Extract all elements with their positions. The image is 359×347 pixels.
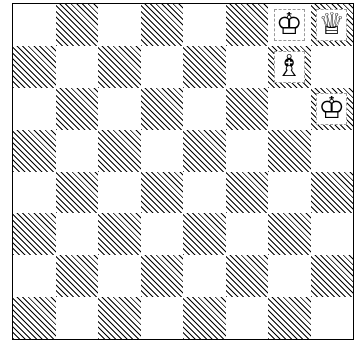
square-f6[interactable]: [226, 88, 269, 130]
square-a1[interactable]: [13, 297, 56, 339]
square-d3[interactable]: [141, 213, 184, 255]
square-b5[interactable]: [56, 130, 99, 172]
square-h7[interactable]: [311, 46, 354, 88]
square-g2[interactable]: [268, 255, 311, 297]
square-b2[interactable]: [56, 255, 99, 297]
white-king-icon[interactable]: ♔: [274, 9, 305, 41]
square-e6[interactable]: [183, 88, 226, 130]
square-g8[interactable]: ♔: [268, 4, 311, 46]
square-e2[interactable]: [183, 255, 226, 297]
square-d5[interactable]: [141, 130, 184, 172]
square-c7[interactable]: [98, 46, 141, 88]
square-d8[interactable]: [141, 4, 184, 46]
square-f1[interactable]: [226, 297, 269, 339]
square-h5[interactable]: [311, 130, 354, 172]
square-e5[interactable]: [183, 130, 226, 172]
square-d1[interactable]: [141, 297, 184, 339]
square-h2[interactable]: [311, 255, 354, 297]
square-h4[interactable]: [311, 172, 354, 214]
square-f4[interactable]: [226, 172, 269, 214]
square-a8[interactable]: [13, 4, 56, 46]
square-e8[interactable]: [183, 4, 226, 46]
square-a2[interactable]: [13, 255, 56, 297]
square-a7[interactable]: [13, 46, 56, 88]
square-g1[interactable]: [268, 297, 311, 339]
chess-board: ♔ ♕ ♗ ♔: [12, 3, 354, 340]
square-g4[interactable]: [268, 172, 311, 214]
square-h6[interactable]: ♔: [311, 88, 354, 130]
square-c2[interactable]: [98, 255, 141, 297]
square-e7[interactable]: [183, 46, 226, 88]
square-a3[interactable]: [13, 213, 56, 255]
square-g7[interactable]: ♗: [268, 46, 311, 88]
white-queen-icon[interactable]: ♕: [316, 9, 347, 41]
square-h1[interactable]: [311, 297, 354, 339]
square-b8[interactable]: [56, 4, 99, 46]
square-d7[interactable]: [141, 46, 184, 88]
square-f7[interactable]: [226, 46, 269, 88]
square-d4[interactable]: [141, 172, 184, 214]
square-f2[interactable]: [226, 255, 269, 297]
square-f8[interactable]: [226, 4, 269, 46]
square-a6[interactable]: [13, 88, 56, 130]
square-d2[interactable]: [141, 255, 184, 297]
square-c1[interactable]: [98, 297, 141, 339]
white-bishop-icon[interactable]: ♗: [274, 51, 305, 83]
white-king-icon[interactable]: ♔: [316, 93, 347, 125]
square-c4[interactable]: [98, 172, 141, 214]
square-b1[interactable]: [56, 297, 99, 339]
square-c6[interactable]: [98, 88, 141, 130]
square-h8[interactable]: ♕: [311, 4, 354, 46]
square-f5[interactable]: [226, 130, 269, 172]
square-b7[interactable]: [56, 46, 99, 88]
square-g3[interactable]: [268, 213, 311, 255]
square-g6[interactable]: [268, 88, 311, 130]
square-b6[interactable]: [56, 88, 99, 130]
square-b3[interactable]: [56, 213, 99, 255]
square-a5[interactable]: [13, 130, 56, 172]
square-c8[interactable]: [98, 4, 141, 46]
square-b4[interactable]: [56, 172, 99, 214]
square-c3[interactable]: [98, 213, 141, 255]
square-h3[interactable]: [311, 213, 354, 255]
square-e3[interactable]: [183, 213, 226, 255]
square-g5[interactable]: [268, 130, 311, 172]
square-f3[interactable]: [226, 213, 269, 255]
square-c5[interactable]: [98, 130, 141, 172]
square-a4[interactable]: [13, 172, 56, 214]
square-d6[interactable]: [141, 88, 184, 130]
square-e1[interactable]: [183, 297, 226, 339]
square-e4[interactable]: [183, 172, 226, 214]
